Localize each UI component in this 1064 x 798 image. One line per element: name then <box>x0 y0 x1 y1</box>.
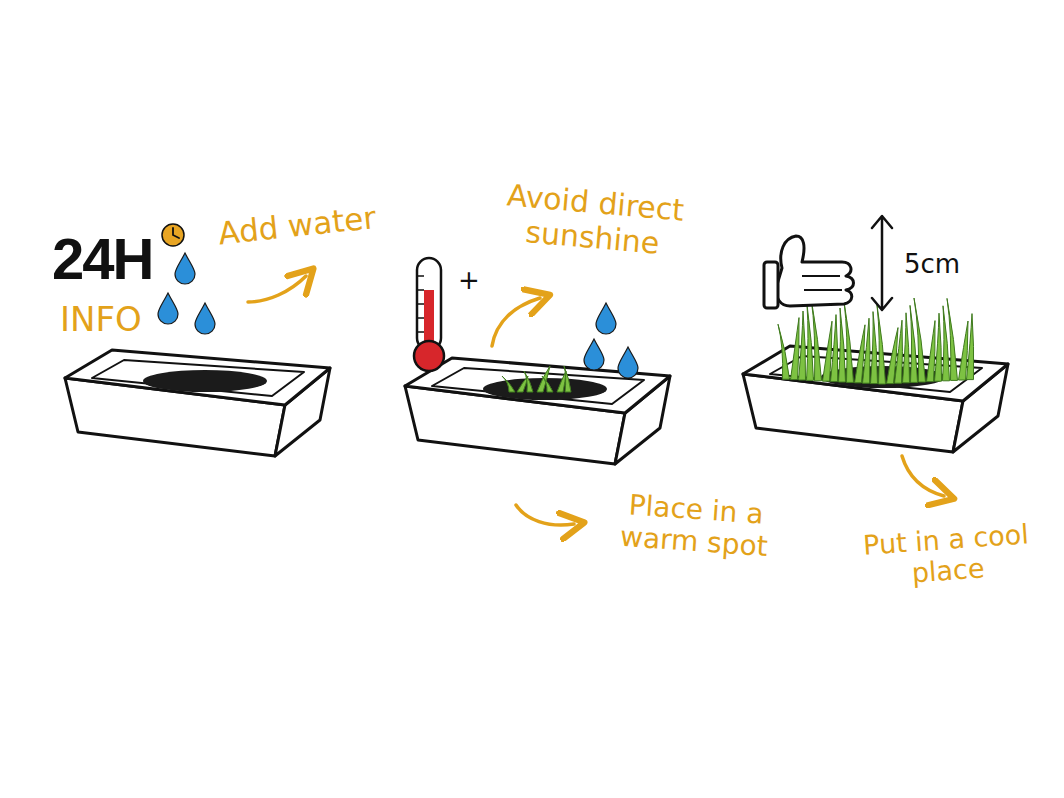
water-drop <box>158 293 178 324</box>
grass-blade <box>557 371 566 392</box>
grass-blade <box>839 308 846 382</box>
water-drop <box>195 303 215 334</box>
thermometer-bulb <box>414 341 444 371</box>
grass-blade <box>807 304 814 380</box>
plus-sign: + <box>458 266 488 296</box>
clock-icon <box>162 224 184 246</box>
step-note: Add water <box>217 196 420 252</box>
grass-blade <box>524 371 533 392</box>
grass-blade <box>564 366 571 392</box>
grass-blade <box>871 312 878 384</box>
water-drop <box>618 347 638 378</box>
grass-blade <box>799 311 806 380</box>
thumb-cuff <box>764 262 778 308</box>
grass-blade <box>947 298 958 380</box>
grass-blade <box>811 298 822 381</box>
grass-blade <box>967 314 974 380</box>
dimension-label: 5cm <box>904 250 984 280</box>
water-drop <box>596 303 616 334</box>
water-drop <box>175 253 195 284</box>
grass-blade <box>959 321 969 380</box>
grass-blade <box>791 318 800 380</box>
grass-blade <box>935 313 942 381</box>
grass-blade <box>502 376 515 392</box>
water-drop <box>584 339 604 370</box>
curved-arrow <box>248 276 306 302</box>
grass <box>502 298 974 392</box>
finger-lines <box>802 276 842 290</box>
step-note: Avoid direct sunshine <box>475 176 712 265</box>
curved-arrow <box>902 456 944 496</box>
heading-24h: 24H <box>52 226 182 293</box>
height-arrow <box>872 216 892 310</box>
thumb-hand <box>776 236 854 306</box>
tray-1 <box>65 350 330 456</box>
thermometer <box>414 258 444 371</box>
grass-blade <box>542 376 553 392</box>
grass-blade <box>823 321 833 381</box>
curved-arrow <box>516 505 574 525</box>
grass-blade <box>863 318 870 383</box>
grass-blade <box>903 313 910 383</box>
grass-blade <box>844 301 854 382</box>
thermometer-ticks <box>417 276 424 332</box>
info-label: INFO <box>60 300 170 339</box>
step-note: Place in a warm spot <box>586 487 804 566</box>
thumbs-up-icon <box>764 236 854 308</box>
grass-blade <box>778 324 790 379</box>
step-note: Put in a cool place <box>838 517 1056 594</box>
grass-blade <box>831 315 838 382</box>
grass-blade <box>943 306 950 381</box>
clock-hands <box>173 228 179 238</box>
grass-blade <box>927 321 936 382</box>
curved-arrow <box>492 298 540 346</box>
grass-blade <box>914 298 926 382</box>
grass-blade <box>895 320 903 383</box>
grass-blade <box>877 305 886 384</box>
